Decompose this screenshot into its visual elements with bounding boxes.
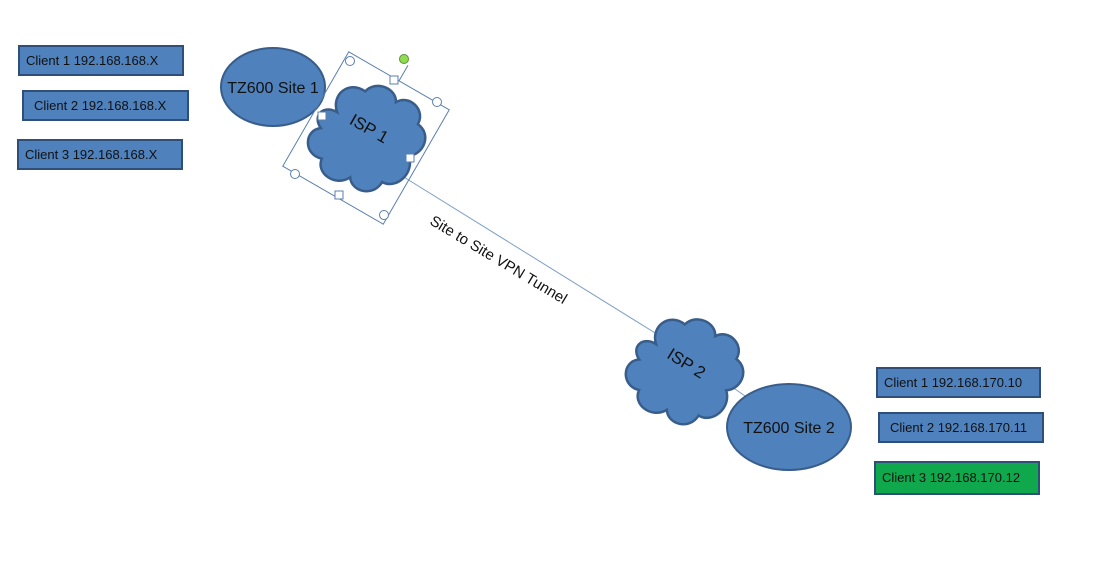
resize-handle-top[interactable] (389, 75, 399, 85)
site2-client-2-box[interactable]: Client 2 192.168.170.11 (878, 412, 1044, 443)
router-site1-label: TZ600 Site 1 (227, 80, 319, 97)
site2-client-3-label: Client 3 192.168.170.12 (882, 470, 1021, 485)
isp2-cloud[interactable]: ISP 2 (610, 296, 760, 446)
selection-handles[interactable] (290, 56, 442, 220)
resize-handle-right[interactable] (405, 153, 415, 163)
isp1-cloud[interactable]: ISP 1 (292, 63, 441, 212)
selection-frame (282, 51, 450, 225)
site1-client-1-label: Client 1 192.168.168.X (26, 53, 159, 68)
resize-handle-top-right[interactable] (432, 97, 442, 107)
site1-client-3-box[interactable]: Client 3 192.168.168.X (17, 139, 183, 170)
resize-handle-bottom-right[interactable] (379, 210, 389, 220)
router-site2[interactable]: TZ600 Site 2 (726, 383, 852, 471)
vpn-tunnel-label: Site to Site VPN Tunnel (427, 212, 570, 307)
site1-client-3-label: Client 3 192.168.168.X (25, 147, 158, 162)
site1-client-2-label: Client 2 192.168.168.X (34, 98, 167, 113)
resize-handle-bottom[interactable] (334, 190, 344, 200)
site2-client-1-label: Client 1 192.168.170.10 (884, 375, 1023, 390)
site2-client-3-box[interactable]: Client 3 192.168.170.12 (874, 461, 1040, 495)
vpn-tunnel-line (398, 173, 661, 337)
site2-client-2-label: Client 2 192.168.170.11 (890, 420, 1028, 435)
rotate-handle[interactable] (399, 54, 409, 64)
site1-client-1-box[interactable]: Client 1 192.168.168.X (18, 45, 184, 76)
router-site1[interactable]: TZ600 Site 1 (220, 47, 326, 127)
site2-client-1-box[interactable]: Client 1 192.168.170.10 (876, 367, 1041, 398)
site1-client-2-box[interactable]: Client 2 192.168.168.X (22, 90, 189, 121)
resize-handle-top-left[interactable] (345, 56, 355, 66)
resize-handle-bottom-left[interactable] (290, 169, 300, 179)
router-site2-label: TZ600 Site 2 (743, 420, 835, 437)
resize-handle-left[interactable] (317, 111, 327, 121)
